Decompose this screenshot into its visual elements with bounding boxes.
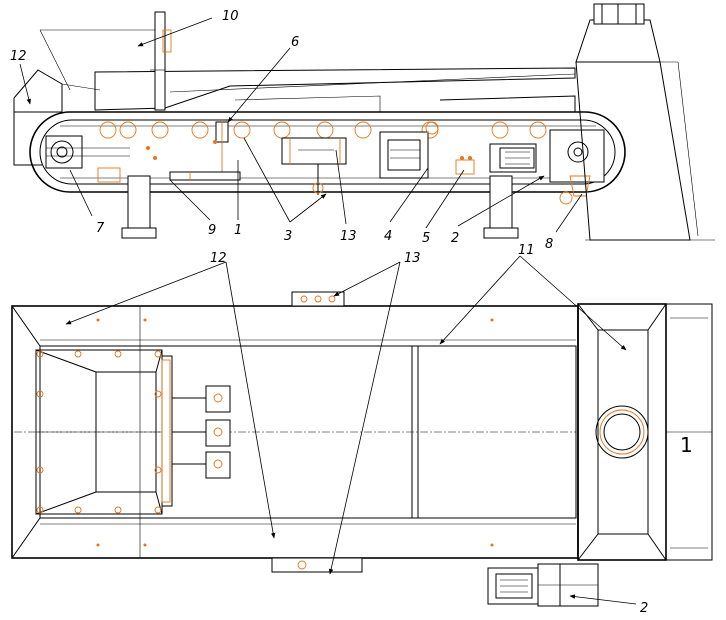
- carry-idlers: [99, 121, 547, 139]
- label-1-side: 1: [234, 223, 242, 238]
- tail-pulley: [549, 129, 605, 205]
- side-labels: 10 6 12 7 9 1 3 13 4 5 2 8: [10, 9, 583, 252]
- label-5: 5: [422, 231, 430, 246]
- label-12-side: 12: [10, 49, 27, 64]
- label-12-plan: 12: [210, 251, 227, 266]
- label-9: 9: [208, 223, 216, 238]
- head-pulley: [45, 135, 130, 183]
- discharge-chute: [575, 3, 715, 241]
- label-11: 11: [518, 243, 535, 258]
- detail-marker-1: 1: [680, 433, 693, 457]
- label-3: 3: [284, 229, 292, 244]
- drive-motor: [455, 143, 537, 175]
- bolt-marks: [146, 140, 472, 160]
- top-guard: [94, 67, 576, 111]
- plan-view: 12 13 11 2 1: [11, 243, 713, 616]
- drive-column: [150, 11, 172, 111]
- label-2-side: 2: [451, 231, 459, 246]
- label-10: 10: [222, 9, 239, 24]
- label-7: 7: [96, 221, 105, 236]
- support-legs: [121, 175, 519, 239]
- frame-dots: [96, 318, 494, 547]
- return-frame: [169, 171, 241, 181]
- plan-labels: 12 13 11 2 1: [65, 243, 693, 616]
- plan-drive-motor: [487, 563, 599, 607]
- label-8: 8: [545, 237, 553, 252]
- weigh-module: [281, 137, 347, 195]
- instrument-boxes: [172, 385, 231, 479]
- plan-discharge-chute: [577, 303, 713, 561]
- tension-unit: [215, 120, 229, 176]
- plan-hopper: [35, 349, 173, 515]
- plan-weigh-plate-bottom: [271, 557, 363, 573]
- label-2-plan: 2: [640, 601, 648, 616]
- hopper-bolts: [36, 350, 162, 514]
- side-elevation-view: 10 6 12 7 9 1 3 13 4 5 2 8: [10, 3, 715, 252]
- label-13-side: 13: [340, 229, 357, 244]
- plan-weigh-plate-top: [291, 291, 345, 307]
- cleaner-unit: [379, 121, 439, 179]
- label-13-plan: 13: [404, 251, 421, 266]
- left-hopper: [13, 69, 63, 113]
- belt-loop: [29, 111, 626, 193]
- label-4: 4: [384, 229, 392, 244]
- label-6: 6: [291, 35, 299, 50]
